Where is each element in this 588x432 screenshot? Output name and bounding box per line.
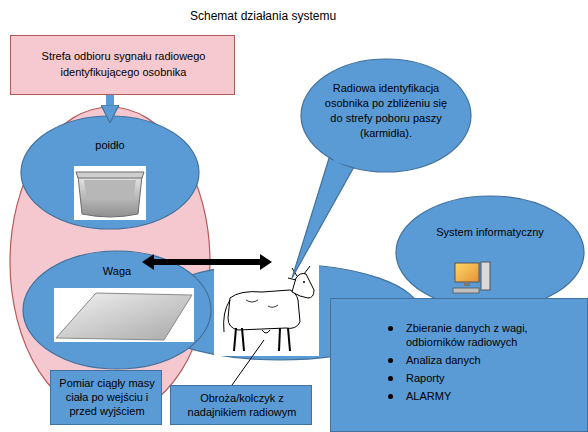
bullet-dot: [388, 394, 393, 399]
callout-tail: [292, 155, 355, 278]
node-label: System informatyczny: [430, 224, 550, 241]
text-area: Waga: [57, 264, 177, 278]
text-area: System informatyczny: [430, 224, 550, 241]
cow-eye: [303, 281, 305, 283]
text-box: Pomiar ciągły masy ciała po wejściu i pr…: [50, 370, 162, 425]
list-item: Raporty: [386, 371, 581, 385]
ellipse-outline: [396, 196, 584, 309]
ellipse-outline: [23, 251, 211, 369]
list-text: ALARMY: [406, 390, 451, 402]
list-item: Zbieranie danych z wagi, odbiorników rad…: [386, 321, 581, 349]
list-item: ALARMY: [386, 389, 581, 403]
text-area: Zbieranie danych z wagi, odbiorników rad…: [386, 321, 581, 407]
bullet-dot: [388, 376, 393, 381]
node-label: Strefa odbioru sygnału radiowego identyf…: [19, 48, 229, 80]
node-label: Pomiar ciągły masy ciała po wejściu i pr…: [55, 376, 159, 418]
bullet-dot: [388, 326, 393, 331]
cow-udder: [262, 330, 270, 333]
node-label: poidło: [50, 138, 170, 152]
text-box: Obroża/kolczyk z nadajnikiem radiowym: [170, 385, 312, 425]
callout-bubble: Radiowa identyfikacja osobnika po zbliże…: [300, 58, 472, 173]
cow-spots: [246, 300, 278, 307]
cow-tail: [224, 300, 230, 332]
node-label: Radiowa identyfikacja osobnika po zbliże…: [320, 81, 452, 141]
node-outline: [395, 195, 585, 310]
diagram-title: Schemat działania systemu: [190, 9, 336, 23]
cow-horns: [288, 266, 310, 280]
text-area: poidło: [50, 138, 170, 152]
cow-head: [292, 274, 314, 299]
list-item: Analiza danych: [386, 353, 581, 367]
ellipse-node: poidło: [20, 115, 200, 230]
text-area: Pomiar ciągły masy ciała po wejściu i pr…: [55, 376, 159, 418]
text-area: Radiowa identyfikacja osobnika po zbliże…: [320, 81, 452, 141]
node-outline: [20, 115, 200, 230]
bullet-dot: [388, 358, 393, 363]
cow-background: [214, 262, 319, 356]
block-arrow: [106, 95, 114, 105]
text-box: Strefa odbioru sygnału radiowego identyf…: [10, 35, 235, 95]
leader-line: [232, 340, 264, 385]
list-text: Raporty: [406, 372, 445, 384]
ellipse-node: Waga: [22, 250, 212, 370]
cow-illustration: [214, 262, 319, 356]
callout-joint: [333, 153, 354, 166]
list-box: Zbieranie danych z wagi, odbiorników rad…: [330, 298, 588, 432]
cow-body: [228, 290, 300, 330]
list-text: Analiza danych: [406, 354, 481, 366]
cow-legs: [234, 328, 290, 351]
text-area: Obroża/kolczyk z nadajnikiem radiowym: [175, 391, 309, 419]
node-label: Waga: [57, 264, 177, 278]
text-area: Strefa odbioru sygnału radiowego identyf…: [19, 48, 229, 80]
callout-ellipse: [301, 59, 471, 172]
list-text: Zbieranie danych z wagi, odbiorników rad…: [406, 322, 528, 348]
ellipse-node: System informatyczny: [395, 195, 585, 310]
node-label: Obroża/kolczyk z nadajnikiem radiowym: [175, 391, 309, 419]
ellipse-outline: [21, 116, 199, 229]
